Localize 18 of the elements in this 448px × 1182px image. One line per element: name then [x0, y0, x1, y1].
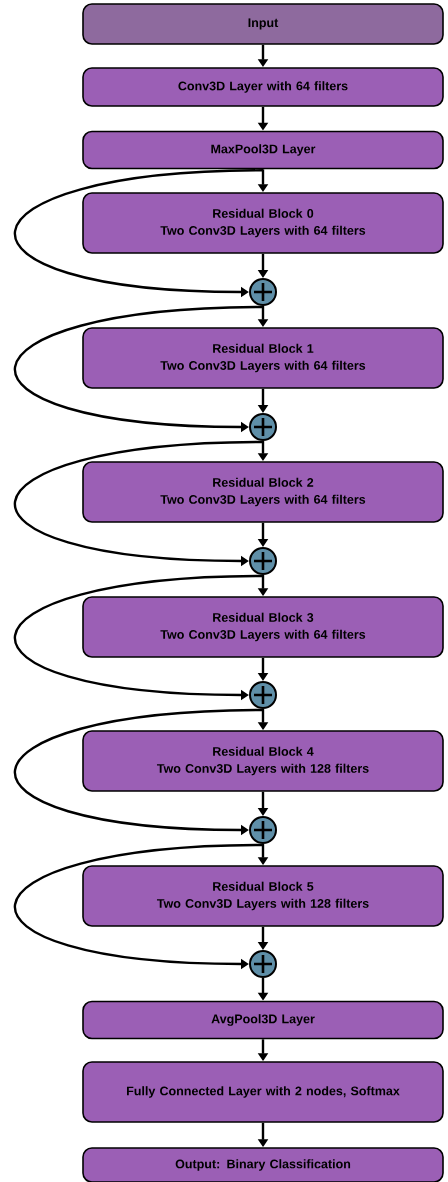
- layer-box: MaxPool3D Layer: [82, 130, 444, 170]
- sum-circle: [249, 278, 277, 306]
- layer-box: Residual Block 1 Two Conv3D Layers with 64 filters: [82, 327, 444, 389]
- sum-circle: [249, 950, 277, 978]
- sum-circle: [249, 681, 277, 709]
- sum-circle: [249, 816, 277, 844]
- layer-box: Residual Block 5 Two Conv3D Layers with 128 filters: [82, 865, 444, 927]
- layer-box: Fully Connected Layer with 2 nodes, Softmax: [82, 1061, 444, 1123]
- layer-box: Output: Binary Classification: [82, 1147, 444, 1182]
- sum-circle: [249, 413, 277, 441]
- layer-box: Residual Block 4 Two Conv3D Layers with 128 filters: [82, 730, 444, 792]
- layer-box: Residual Block 2 Two Conv3D Layers with 64 filters: [82, 461, 444, 523]
- layer-box: Conv3D Layer with 64 filters: [82, 67, 444, 107]
- layer-box: AvgPool3D Layer: [82, 1000, 444, 1040]
- sum-circle: [249, 547, 277, 575]
- layer-box: Residual Block 0 Two Conv3D Layers with 64 filters: [82, 192, 444, 254]
- layer-box: Residual Block 3 Two Conv3D Layers with 64 filters: [82, 596, 444, 658]
- layer-box: Input: [82, 3, 444, 45]
